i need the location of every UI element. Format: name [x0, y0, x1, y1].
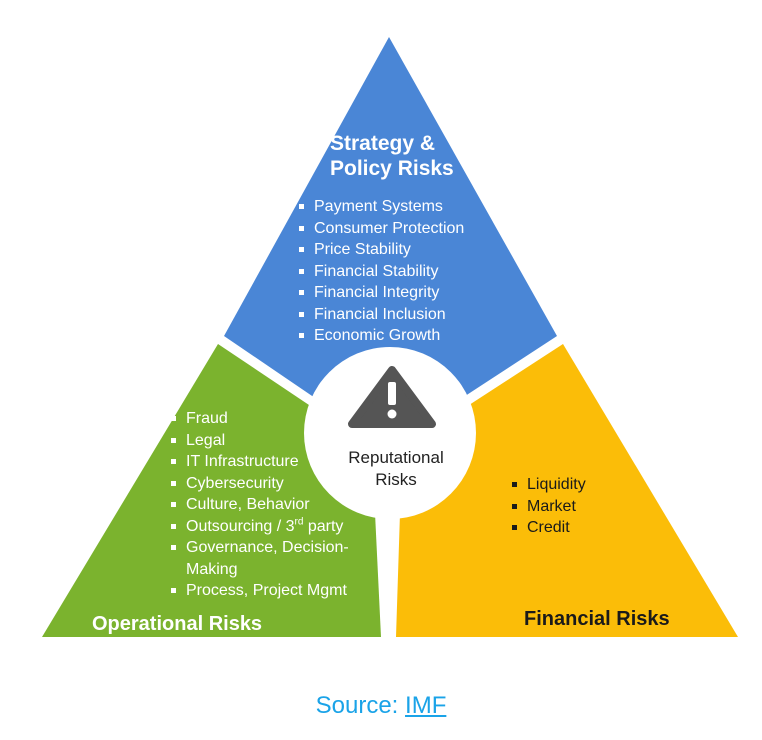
- operational-list: Fraud Legal IT Infrastructure Cybersecur…: [170, 408, 349, 602]
- list-item: Fraud: [170, 408, 349, 430]
- outsourcing-sup: rd: [294, 516, 304, 528]
- strategy-title: Strategy & Policy Risks: [330, 131, 454, 182]
- list-item: Financial Integrity: [298, 282, 464, 304]
- list-item: Financial Inclusion: [298, 304, 464, 326]
- list-item-outsourcing: Outsourcing / 3rd party: [170, 516, 349, 538]
- source-line: Source: IMF: [0, 692, 762, 720]
- reputational-label: Reputational Risks: [318, 447, 474, 491]
- financial-segment: [396, 344, 738, 637]
- list-item: Credit: [511, 517, 586, 539]
- center-circle: [304, 347, 476, 519]
- list-item: IT Infrastructure: [170, 451, 349, 473]
- list-item-governance: Governance, Decision-: [170, 537, 349, 559]
- list-item: Culture, Behavior: [170, 494, 349, 516]
- reputational-label-line2: Risks: [375, 470, 417, 489]
- list-item-governance-cont: Making: [186, 560, 238, 578]
- list-item: Legal: [170, 430, 349, 452]
- list-item-process: Process, Project Mgmt: [170, 580, 349, 602]
- operational-title: Operational Risks: [92, 613, 263, 635]
- operational-segment: [42, 344, 381, 637]
- list-item: Economic Growth: [298, 325, 464, 347]
- financial-title: Financial Risks: [524, 608, 670, 630]
- warning-icon: [348, 366, 436, 428]
- list-item: Price Stability: [298, 239, 464, 261]
- list-item: Consumer Protection: [298, 218, 464, 240]
- outsourcing-prefix: Outsourcing / 3: [186, 517, 295, 535]
- financial-list: Liquidity Market Credit: [511, 474, 586, 539]
- strategy-title-line2: Policy Risks: [330, 157, 454, 180]
- list-item: Liquidity: [511, 474, 586, 496]
- list-item: Market: [511, 496, 586, 518]
- strategy-title-line1: Strategy &: [330, 132, 436, 155]
- list-item: Payment Systems: [298, 196, 464, 218]
- strategy-list: Payment Systems Consumer Protection Pric…: [298, 196, 464, 347]
- source-link[interactable]: IMF: [405, 692, 447, 719]
- reputational-label-line1: Reputational: [348, 448, 444, 467]
- source-prefix: Source:: [315, 692, 406, 719]
- list-item: Financial Stability: [298, 261, 464, 283]
- outsourcing-suffix: party: [303, 517, 344, 535]
- strategy-segment: [224, 37, 557, 400]
- list-item: Cybersecurity: [170, 473, 349, 495]
